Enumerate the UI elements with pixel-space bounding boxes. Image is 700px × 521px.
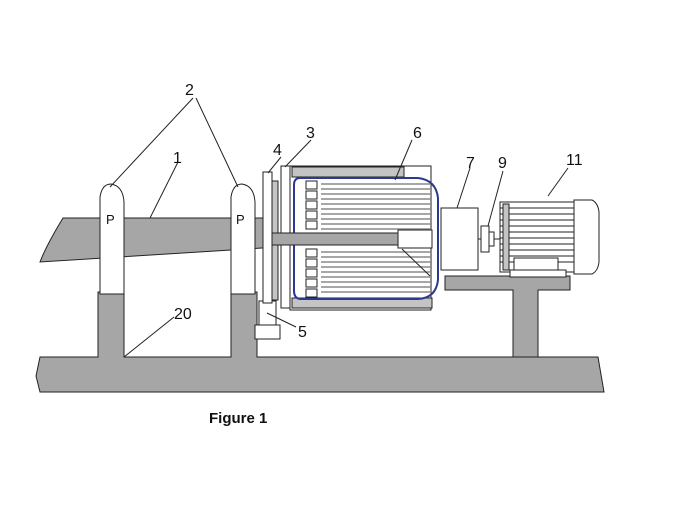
housing-top-band: [292, 167, 404, 177]
coupling-9: [481, 226, 489, 252]
box-7: [441, 208, 478, 270]
pump-mark-left: P: [106, 212, 115, 227]
label-6: 6: [413, 125, 422, 142]
support-post-left: [100, 184, 124, 294]
hub-block: [398, 230, 432, 248]
label-4: 4: [273, 142, 282, 159]
central-shaft: [272, 233, 400, 245]
block-5-foot: [255, 325, 280, 339]
plate-4: [263, 172, 272, 303]
label-5: 5: [298, 324, 307, 341]
figure-caption: Figure 1: [209, 410, 267, 427]
label-3: 3: [306, 125, 315, 142]
label-9: 9: [498, 155, 507, 172]
label-2: 2: [185, 82, 194, 99]
cell-column-bottom: [306, 249, 317, 297]
label-20: 20: [174, 306, 192, 323]
pump-mark-right: P: [236, 212, 245, 227]
coupling-9-collar: [489, 232, 494, 246]
motor-stand: [445, 276, 570, 357]
support-post-right: [231, 184, 255, 294]
label-1: 1: [173, 150, 182, 167]
cell-column-top: [306, 181, 317, 229]
label-11: 11: [566, 152, 583, 169]
label-7: 7: [466, 155, 475, 172]
motor-11: [500, 200, 599, 277]
